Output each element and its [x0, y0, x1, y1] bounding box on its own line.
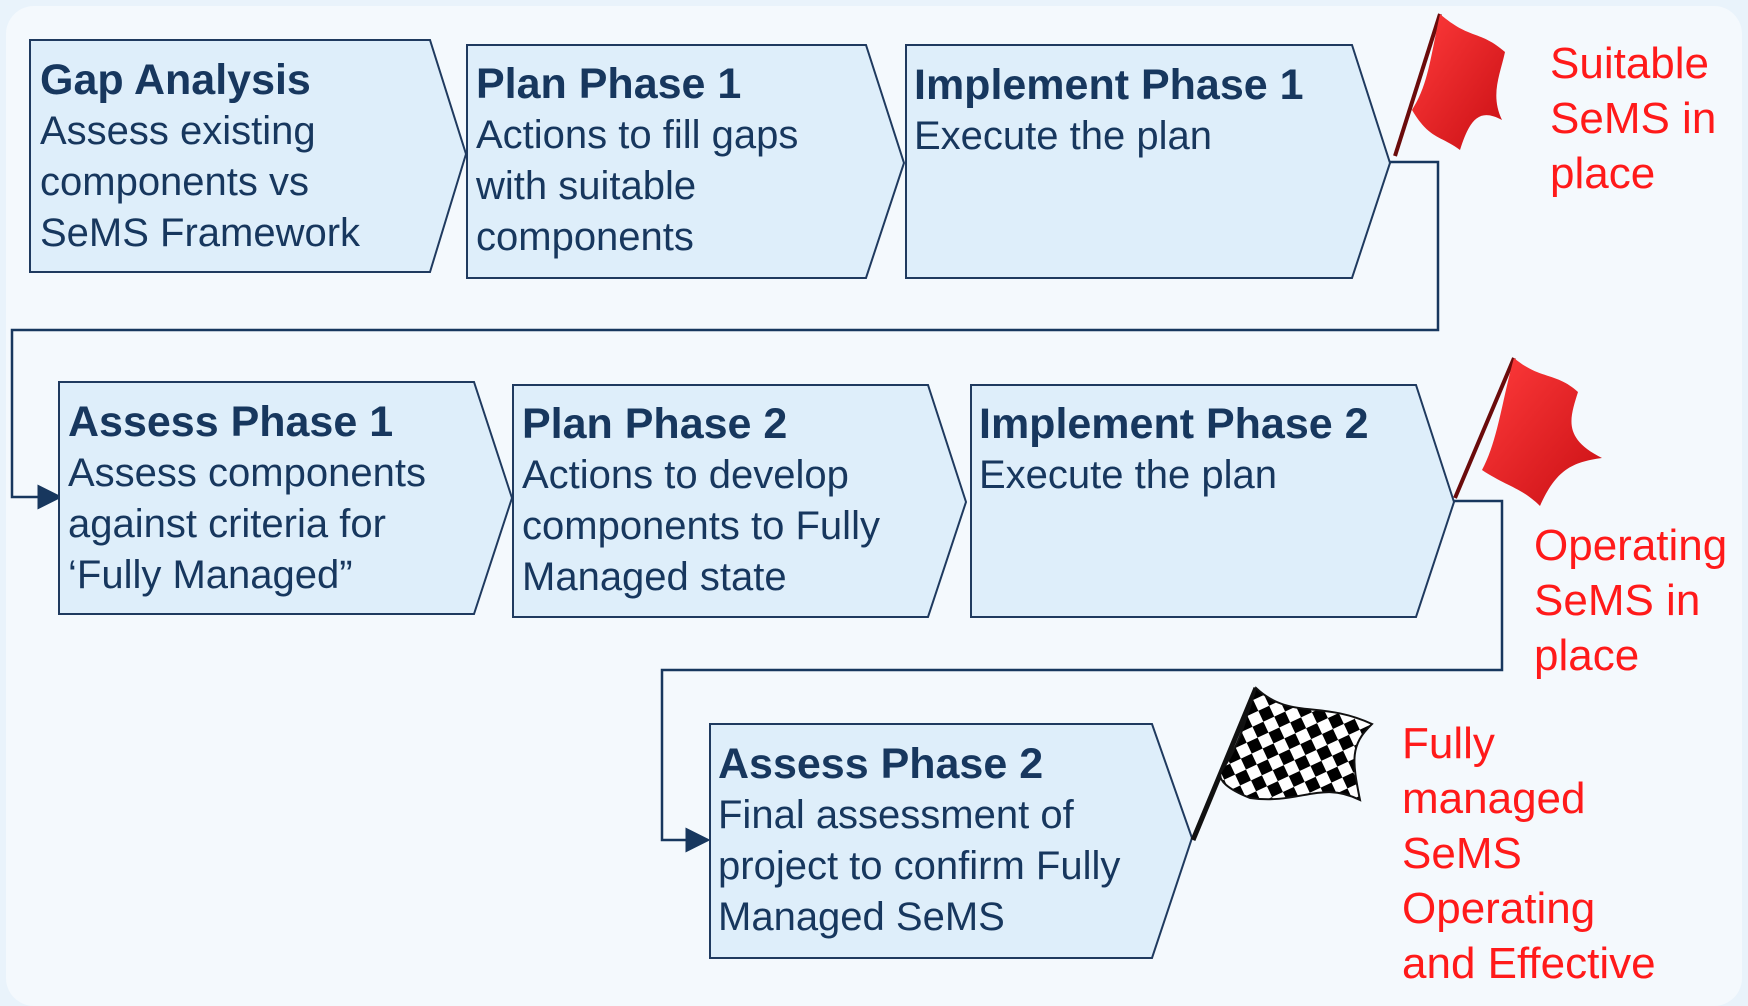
chevron-implement-phase-2: [970, 384, 1456, 618]
milestone-operating-sems: Operating SeMS in place: [1534, 521, 1728, 680]
step-implement-phase-1: Implement Phase 1 Execute the plan: [914, 60, 1304, 162]
step-plan-phase-2: Plan Phase 2 Actions to develop componen…: [522, 399, 880, 603]
milestone-suitable-sems: Suitable SeMS in place: [1550, 39, 1717, 198]
chevron-implement-phase-1: [905, 44, 1392, 279]
chevron-plan-phase-1: [466, 44, 906, 279]
step-plan-phase-1: Plan Phase 1 Actions to fill gaps with s…: [476, 59, 798, 263]
step-description: Assess components against criteria for ‘…: [68, 451, 426, 597]
step-description: Actions to develop components to Fully M…: [522, 453, 880, 599]
step-assess-phase-2: Assess Phase 2 Final assessment of proje…: [718, 739, 1120, 943]
step-description: Execute the plan: [979, 453, 1277, 497]
checkered-flag-icon: [1190, 686, 1374, 841]
step-title: Assess Phase 2: [718, 740, 1044, 788]
step-description: Final assessment of project to confirm F…: [718, 793, 1121, 939]
connector-row1-to-row2: [10, 160, 1440, 510]
chevron-assess-phase-1: [58, 381, 514, 615]
step-description: Assess existing components vs SeMS Frame…: [40, 109, 361, 255]
step-description: Actions to fill gaps with suitable compo…: [476, 113, 799, 259]
step-title: Implement Phase 2: [979, 400, 1369, 448]
chevron-gap-analysis: [29, 39, 468, 273]
step-title: Gap Analysis: [40, 56, 311, 104]
step-description: Execute the plan: [914, 114, 1212, 158]
step-implement-phase-2: Implement Phase 2 Execute the plan: [979, 399, 1369, 501]
step-title: Assess Phase 1: [68, 398, 394, 446]
connector-row2-to-row3: [660, 499, 1504, 853]
chevron-assess-phase-2: [709, 723, 1194, 959]
milestone-fully-managed-sems: Fully managed SeMS Operating and Effecti…: [1402, 719, 1656, 988]
step-gap-analysis: Gap Analysis Assess existing components …: [40, 55, 360, 259]
step-title: Implement Phase 1: [914, 61, 1304, 109]
red-flag-icon: [1453, 357, 1602, 506]
step-assess-phase-1: Assess Phase 1 Assess components against…: [68, 397, 426, 601]
chevron-plan-phase-2: [512, 384, 968, 618]
red-flag-icon: [1393, 13, 1505, 157]
step-title: Plan Phase 1: [476, 60, 742, 108]
step-title: Plan Phase 2: [522, 400, 788, 448]
